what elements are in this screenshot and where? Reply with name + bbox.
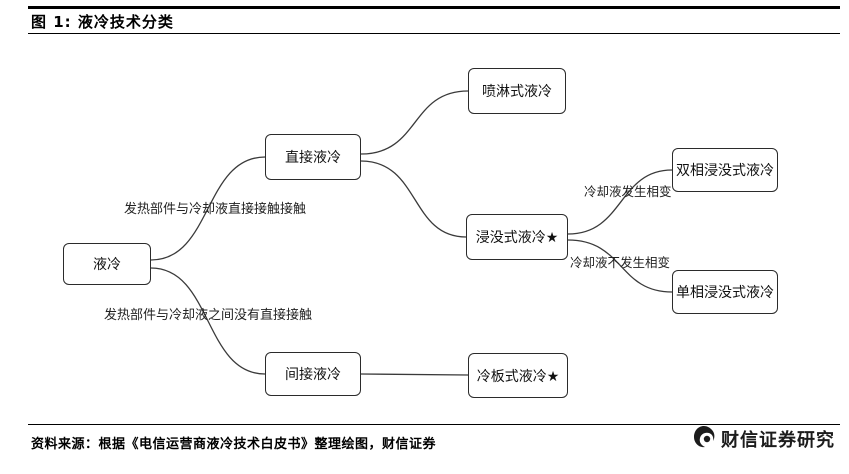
connector-direct-immersion [360,160,467,238]
node-cold-plate-liquid-cooling: 冷板式液冷★ [468,353,568,398]
edge-label-no-phase-change: 冷却液不发生相变 [570,255,671,270]
node-spray-liquid-cooling: 喷淋式液冷 [468,68,566,114]
title-underline [28,33,840,34]
edge-label-phase-change: 冷却液发生相变 [584,184,672,199]
connector-indirect-cold-plate [360,373,469,376]
node-two-phase-immersion: 双相浸没式液冷 [672,148,778,192]
brand-watermark-text: 财信证券研究 [721,430,835,451]
footer-rule [28,424,840,425]
brand-watermark: 财信证券研究 [691,424,835,454]
source-note: 资料来源：根据《电信运营商液冷技术白皮书》整理绘图，财信证券 [31,437,437,452]
node-immersion-liquid-cooling: 浸没式液冷★ [466,214,568,260]
connector-direct-spray [360,90,469,155]
node-liquid-cooling: 液冷 [63,243,151,285]
figure-title: 图 1: 液冷技术分类 [31,13,174,31]
brand-logo-icon [691,424,717,454]
edge-label-direct-contact: 发热部件与冷却液直接接触接触 [124,202,307,217]
node-single-phase-immersion: 单相浸没式液冷 [672,270,778,314]
edge-label-no-direct-contact: 发热部件与冷却液之间没有直接接触 [104,308,313,323]
top-rule [28,6,840,9]
node-direct-liquid-cooling: 直接液冷 [265,134,361,180]
node-indirect-liquid-cooling: 间接液冷 [265,352,361,396]
connector-immersion-two-phase [567,169,673,235]
